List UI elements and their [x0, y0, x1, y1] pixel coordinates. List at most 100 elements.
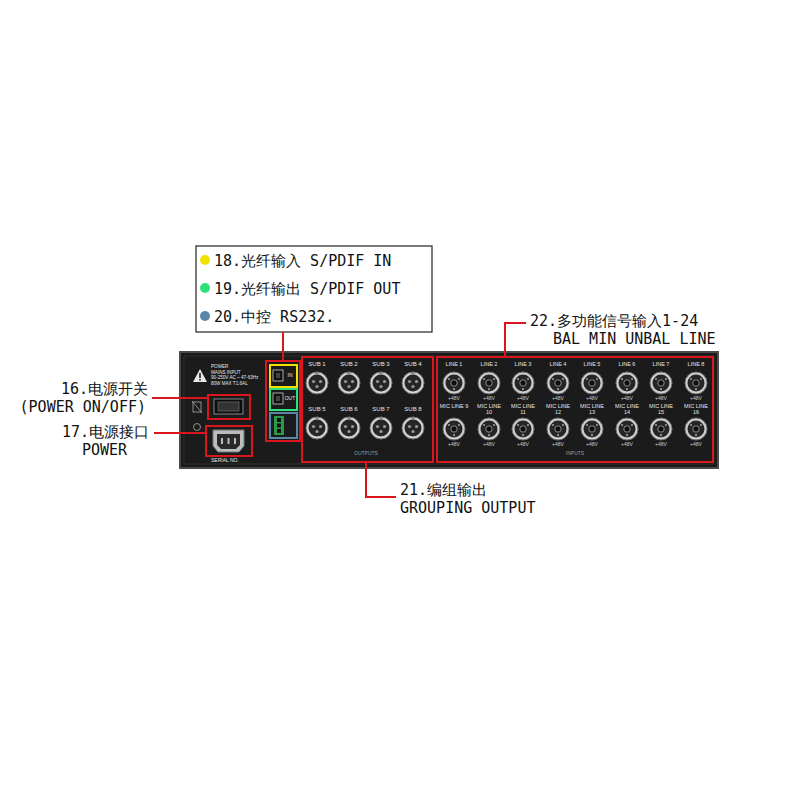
channel-label: SUB 4 — [404, 361, 421, 368]
legend-row: 18.光纤输入 S/PDIF IN — [200, 251, 391, 270]
port-label: OUT — [285, 396, 296, 402]
terminal-screw — [277, 429, 281, 433]
channel-label: LINE 2 — [481, 361, 498, 367]
channel-label: LINE 7 — [653, 361, 670, 367]
rating-text: MAINS INPUT — [211, 370, 241, 375]
phantom-label: +48V — [483, 396, 495, 402]
callout-label: 22.多功能信号输入1-24 — [530, 313, 698, 330]
phantom-label: +48V — [552, 442, 564, 448]
rs232-highlight — [270, 413, 297, 438]
xlr-output — [370, 372, 392, 394]
channel-label: LINE 8 — [688, 361, 705, 367]
warning-mark — [199, 379, 201, 381]
inlet-highlight — [206, 426, 252, 456]
phantom-label: +48V — [586, 442, 598, 448]
phantom-label: +48V — [586, 396, 598, 402]
callout-label: POWER — [82, 442, 127, 459]
phantom-label: +48V — [690, 442, 702, 448]
io-highlight — [266, 361, 300, 441]
panel-rim — [184, 356, 714, 464]
xlr-output — [338, 372, 360, 394]
combo-input — [581, 372, 603, 394]
inlet-pin — [228, 438, 230, 444]
phantom-label: +48V — [655, 396, 667, 402]
combo-input — [443, 372, 465, 394]
leader-line — [505, 323, 526, 357]
legend-text: 19.光纤输出 S/PDIF OUT — [214, 280, 400, 298]
channel-label: MIC LINE 16 — [681, 404, 711, 416]
rating-text: 90-250V AC ~ 47-63Hz — [211, 375, 258, 380]
rating-text: 80W MAX T1.6AL — [211, 381, 248, 386]
combo-input — [478, 418, 500, 440]
combo-input — [616, 418, 638, 440]
power-switch — [214, 399, 243, 414]
combo-input — [512, 372, 534, 394]
spdif-in-highlight — [270, 365, 297, 387]
combo-input — [547, 372, 569, 394]
channel-label: SUB 7 — [372, 406, 389, 413]
channel-label: MIC LINE 10 — [474, 404, 504, 416]
xlr-output — [402, 372, 424, 394]
channel-label: LINE 4 — [550, 361, 567, 367]
rear-panel — [180, 352, 718, 468]
phantom-label: +48V — [517, 442, 529, 448]
section-label: OUTPUTS — [354, 451, 378, 457]
leader-line — [366, 462, 396, 497]
phantom-label: +48V — [621, 396, 633, 402]
channel-label: MIC LINE 11 — [508, 404, 538, 416]
switch-rocker — [218, 402, 239, 411]
ground-symbol — [194, 424, 201, 431]
callout-label: GROUPING OUTPUT — [400, 500, 535, 517]
callout-box — [196, 246, 432, 332]
inputs-highlight — [437, 357, 713, 462]
callout-label: 17.电源接口 — [62, 424, 149, 441]
rating-text: POWER — [211, 364, 228, 369]
combo-input — [685, 418, 707, 440]
leader-lines — [152, 323, 526, 497]
legend-row: 19.光纤输出 S/PDIF OUT — [200, 279, 400, 298]
xlr-output — [306, 372, 328, 394]
channel-label: LINE 6 — [619, 361, 636, 367]
channel-label: SUB 5 — [308, 406, 325, 413]
port-label: IN — [288, 373, 293, 379]
channel-label: MIC LINE 14 — [612, 404, 642, 416]
phantom-label: +48V — [448, 396, 460, 402]
combo-input — [650, 418, 672, 440]
inlet-socket — [217, 434, 240, 449]
channel-label: MIC LINE 12 — [543, 404, 573, 416]
combo-input — [685, 372, 707, 394]
bin-symbol — [193, 402, 201, 412]
power-inlet — [213, 430, 244, 452]
switch-highlight — [208, 395, 250, 419]
bin-symbol — [192, 401, 202, 413]
callout-label: 21.编组输出 — [400, 482, 487, 499]
combo-input — [616, 372, 638, 394]
legend-swatch — [200, 255, 210, 265]
combo-input — [512, 418, 534, 440]
phantom-label: +48V — [517, 396, 529, 402]
spdif-out-highlight — [270, 389, 297, 410]
channel-label: MIC LINE 9 — [439, 404, 469, 410]
legend-text: 20.中控 RS232. — [214, 308, 334, 326]
inlet-pin — [234, 438, 236, 444]
channel-label: SUB 2 — [340, 361, 357, 368]
channel-label: SUB 6 — [340, 406, 357, 413]
phantom-label: +48V — [655, 442, 667, 448]
combo-input — [478, 372, 500, 394]
serial-label: SERIAL NO. — [211, 458, 239, 464]
terminal-screw — [277, 424, 281, 428]
section-label: INPUTS — [566, 451, 584, 457]
phantom-label: +48V — [690, 396, 702, 402]
phantom-label: +48V — [552, 396, 564, 402]
inlet-pin — [221, 438, 223, 444]
optical-port — [273, 393, 283, 404]
phantom-label: +48V — [621, 442, 633, 448]
optical-port — [276, 396, 280, 401]
channel-label: SUB 8 — [404, 406, 421, 413]
channel-label: LINE 5 — [584, 361, 601, 367]
xlr-output — [338, 417, 360, 439]
legend-swatch — [200, 311, 210, 321]
xlr-output — [370, 417, 392, 439]
optical-port — [273, 370, 283, 381]
terminal-block — [274, 416, 284, 435]
